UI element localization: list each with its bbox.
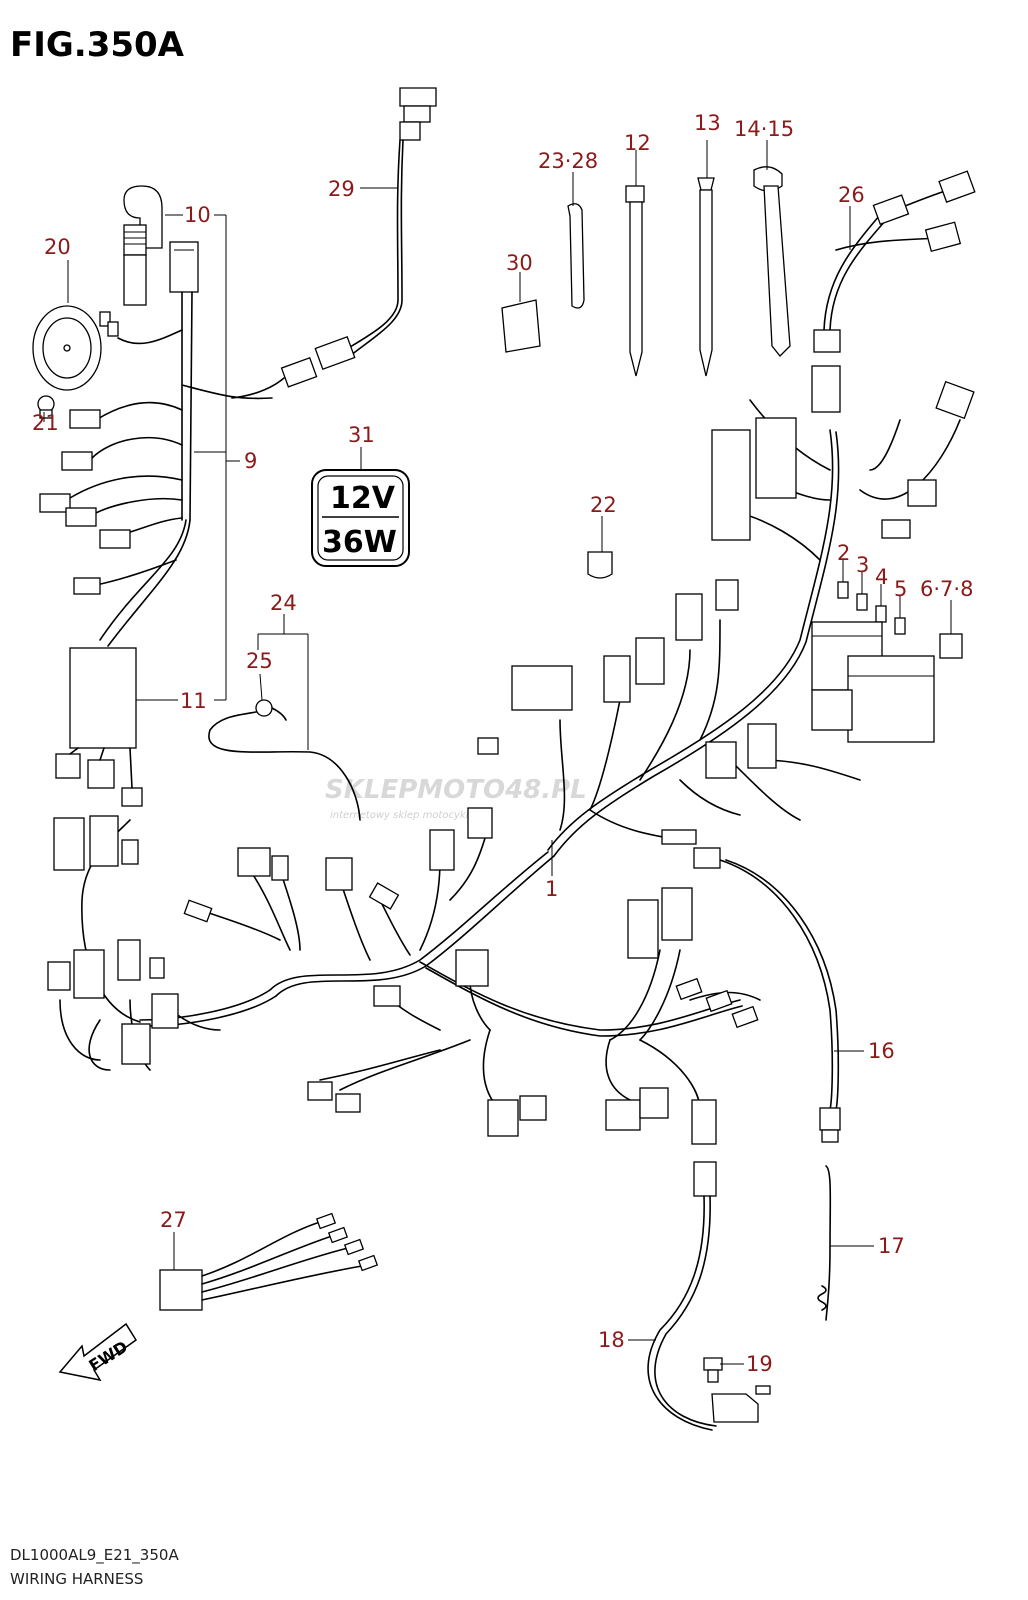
- bolt-part-21: [37, 395, 55, 419]
- leader-lines: [43, 140, 952, 1365]
- callout-2: 2: [837, 541, 850, 565]
- sensor-part-16: [819, 1107, 841, 1143]
- grommet-part-22: [587, 551, 613, 579]
- callout-22: 22: [590, 493, 617, 517]
- clip-part-14: [753, 166, 791, 357]
- clamp-part-23: [567, 203, 585, 309]
- badge-voltage: 12V: [330, 481, 396, 516]
- callout-16: 16: [868, 1039, 895, 1063]
- callout-27: 27: [160, 1208, 187, 1232]
- callout-23-28: 23·28: [538, 149, 598, 173]
- sub-harness-9: [39, 291, 273, 807]
- tie-part-13: [697, 177, 715, 377]
- callout-25: 25: [246, 649, 273, 673]
- callout-18: 18: [598, 1328, 625, 1352]
- callout-4: 4: [875, 565, 888, 589]
- callout-19: 19: [746, 1352, 773, 1376]
- tie-part-12: [625, 185, 645, 377]
- callout-30: 30: [506, 251, 533, 275]
- callouts: 1 2 3 4 5 6·7·8 9 10 11 12 13 14·15 16 1…: [32, 111, 973, 1376]
- callout-5: 5: [894, 577, 907, 601]
- callout-31: 31: [348, 423, 375, 447]
- pad-part-30: [501, 299, 541, 353]
- figure-name: WIRING HARNESS: [10, 1570, 143, 1588]
- cable-part-18: [647, 1161, 771, 1431]
- callout-9: 9: [244, 449, 257, 473]
- callout-26: 26: [838, 183, 865, 207]
- ground-wire-24: [208, 699, 361, 821]
- callout-24: 24: [270, 591, 297, 615]
- horn-part: [32, 305, 119, 391]
- figure-code: DL1000AL9_E21_350A: [10, 1546, 179, 1565]
- callout-14-15: 14·15: [734, 117, 794, 141]
- callout-1: 1: [545, 877, 558, 901]
- watermark-tagline: internetowy sklep motocyklowy: [330, 810, 490, 821]
- figure-title: FIG.350A: [10, 25, 185, 65]
- callout-21: 21: [32, 411, 59, 435]
- callout-20: 20: [44, 235, 71, 259]
- badge-wattage: 36W: [322, 525, 397, 560]
- callout-13: 13: [694, 111, 721, 135]
- main-harness-1: [47, 365, 975, 1145]
- fuse-box: [811, 621, 935, 743]
- callout-29: 29: [328, 177, 355, 201]
- fwd-arrow-icon: FWD: [58, 1322, 138, 1382]
- watermark-brand: SKLEPMOTO48.PL: [325, 775, 587, 805]
- watermark: SKLEPMOTO48.PL internetowy sklep motocyk…: [325, 775, 587, 821]
- callout-10: 10: [184, 203, 211, 227]
- bolt-part-19: [703, 1357, 723, 1383]
- callout-11: 11: [180, 689, 207, 713]
- callout-12: 12: [624, 131, 651, 155]
- callout-3: 3: [856, 553, 869, 577]
- sub-harness-26: [813, 170, 976, 353]
- rod-part-17: [817, 1165, 832, 1321]
- callout-6-7-8: 6·7·8: [920, 577, 973, 601]
- sub-harness-27: [159, 1212, 379, 1311]
- callout-17: 17: [878, 1234, 905, 1258]
- cable-part-29: [231, 87, 437, 399]
- rating-badge: 12V 36W: [311, 469, 410, 567]
- fuses-parts: [837, 581, 963, 659]
- boot-part-10: [123, 185, 199, 306]
